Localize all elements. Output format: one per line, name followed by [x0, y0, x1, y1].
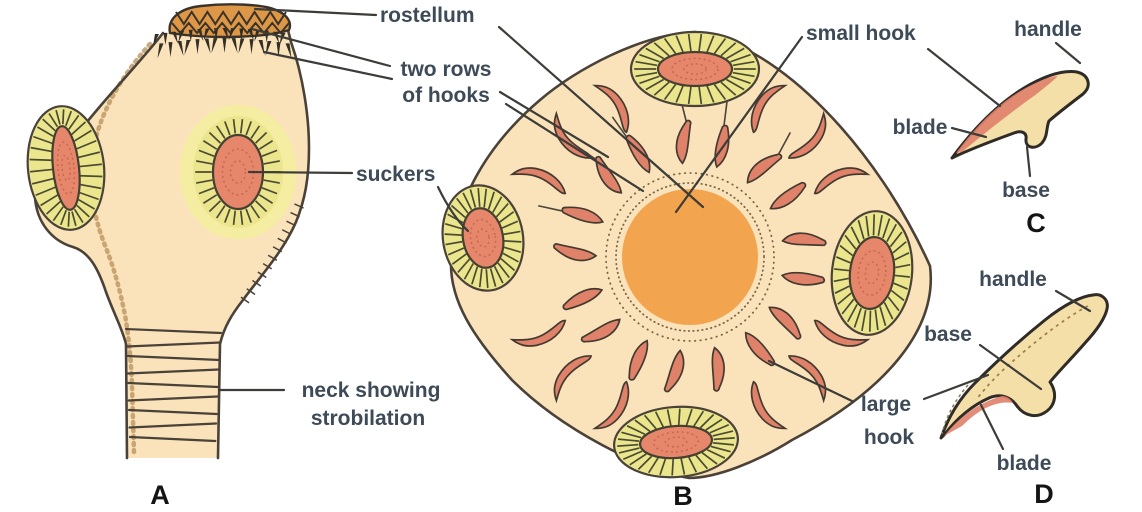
leader-handle-d: [1054, 289, 1092, 313]
label-base-d: base: [924, 323, 972, 346]
dotted-ring-inner: [615, 182, 765, 332]
panel-d-large-hook: [939, 293, 1109, 440]
label-blade-c: blade: [893, 116, 948, 139]
hook-rings: [509, 84, 871, 430]
large-hook: [592, 84, 630, 134]
large-hook: [813, 319, 871, 347]
panel-a-suckers: [26, 104, 297, 240]
leader-base-d: [978, 343, 1043, 391]
sucker: [613, 405, 739, 479]
body-outline-right: [216, 28, 311, 460]
label-base-c: base: [1002, 179, 1050, 202]
label-neck-line2: strobilation: [311, 407, 425, 430]
large-hook: [788, 355, 827, 404]
body-stipple-band: [89, 41, 153, 455]
leader-suckers-a: [247, 170, 354, 175]
label-large-hook-line2: hook: [864, 426, 914, 449]
leader-tworows-a1: [250, 27, 392, 68]
panel-letter-c: C: [1026, 208, 1046, 238]
label-neck-line1: neck showing: [302, 379, 441, 402]
large-hook: [592, 380, 630, 430]
leader-smallhook-c: [926, 47, 1002, 108]
scolex-body: [34, 30, 309, 458]
leader-blade-d: [979, 403, 1005, 451]
large-hook: [788, 110, 827, 159]
small-hook: [744, 331, 776, 367]
leader-handle-c: [1054, 41, 1082, 65]
leader-rostellum-a: [253, 7, 378, 17]
sucker: [441, 184, 525, 292]
small-hook: [711, 346, 725, 392]
label-two-rows-line1: two rows: [400, 58, 491, 81]
leader-tworows-a2: [262, 50, 394, 81]
small-hook: [768, 306, 802, 340]
large-hook: [509, 167, 567, 195]
small-hook: [580, 318, 621, 343]
small-hook: [714, 100, 730, 169]
rostellum-disc: [622, 189, 758, 325]
label-blade-d: blade: [997, 452, 1052, 475]
leader-smallhook-b: [674, 35, 804, 214]
label-large-hook-line1: large: [861, 393, 911, 416]
label-two-rows-line2: of hooks: [402, 84, 490, 107]
large-hook-shape: [939, 293, 1109, 440]
large-hook: [750, 380, 788, 430]
leader-suckers-b: [436, 185, 470, 233]
leader-blade-c: [950, 126, 988, 139]
small-hook: [769, 181, 807, 210]
large-hook: [509, 319, 567, 347]
leader-largehook-b: [767, 359, 854, 403]
panel-b-apical-view: [441, 30, 933, 480]
label-small-hook: small hook: [806, 22, 916, 45]
small-hook: [562, 288, 604, 311]
large-hook: [553, 355, 592, 404]
leader-tworows-b2: [504, 102, 645, 193]
panel-b-suckers: [441, 30, 914, 479]
small-hook: [781, 232, 827, 247]
neck-strobilation-lines: [124, 327, 223, 443]
small-hook-blade-strip: [956, 76, 1058, 153]
panel-a-lateral-view: [26, 3, 311, 460]
large-hook: [813, 167, 871, 195]
leader-largehook-d: [922, 373, 990, 401]
leader-base-c: [1025, 145, 1032, 178]
sucker: [179, 104, 297, 240]
small-hook: [780, 271, 826, 286]
label-rostellum: rostellum: [380, 4, 475, 27]
small-hook: [538, 204, 605, 224]
large-hook: [750, 84, 788, 134]
small-hook: [663, 349, 685, 393]
small-hook: [628, 339, 649, 381]
label-suckers: suckers: [356, 163, 435, 186]
label-handle-c: handle: [1014, 18, 1082, 41]
sucker: [830, 210, 914, 336]
label-handle-d: handle: [979, 268, 1047, 291]
labels: rostellum two rows of hooks suckers neck…: [150, 4, 1082, 511]
small-hook: [746, 131, 792, 184]
leader-lines: [217, 7, 1092, 451]
leader-rostellum-b: [497, 25, 705, 209]
panel-letter-b: B: [673, 481, 693, 511]
small-hook: [553, 242, 598, 262]
dotted-ring-outer: [605, 172, 775, 342]
leader-tworows-b1: [498, 90, 610, 159]
panel-letter-d: D: [1034, 479, 1054, 509]
large-hook-blade-strip: [944, 396, 1013, 436]
panel-letter-a: A: [150, 480, 170, 510]
large-hook: [553, 110, 592, 159]
sucker: [26, 105, 106, 231]
sucker: [629, 30, 761, 108]
